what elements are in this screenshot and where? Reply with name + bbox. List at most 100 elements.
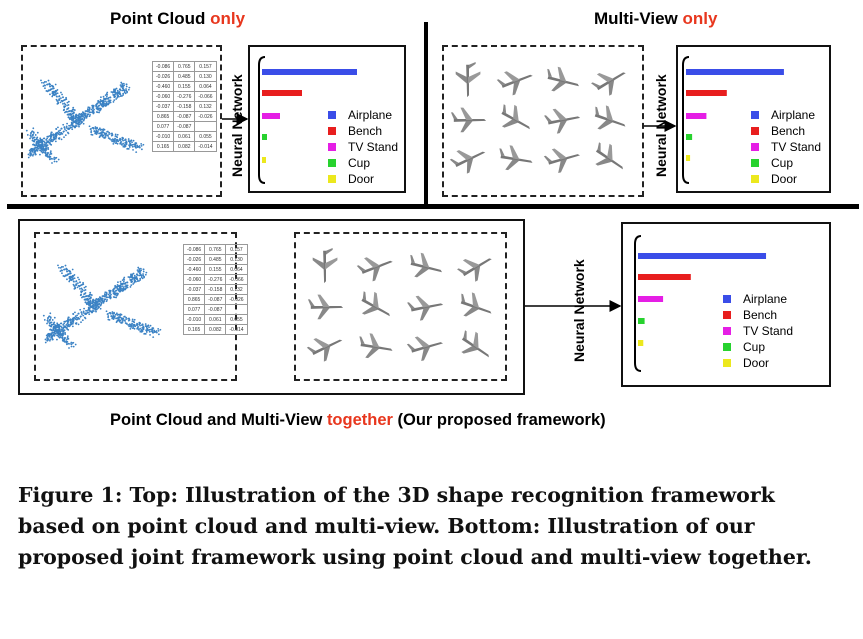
airplane-view [594,105,626,130]
point [72,345,75,348]
airplane-view [460,292,492,317]
point [100,100,103,103]
point [106,130,109,133]
joint-input-box [18,219,525,395]
point [44,144,46,147]
point [27,156,30,159]
point [74,311,76,314]
point [63,322,66,325]
point [89,300,92,303]
point [53,156,56,159]
point [44,151,47,154]
point [83,316,86,319]
point [78,120,81,122]
legend-item: TV Stand [328,139,398,155]
point [46,137,49,140]
point [31,154,34,157]
point [111,312,114,315]
legend-swatch [723,343,731,351]
point [96,301,99,303]
point [56,334,58,337]
point [58,327,61,329]
point [25,129,28,132]
point [36,131,39,134]
point [58,95,60,98]
point [155,331,158,334]
point [96,303,99,306]
point [51,319,54,321]
legend-swatch [751,143,759,151]
point [108,318,111,321]
point [130,279,132,282]
point [96,127,99,130]
point [36,138,38,141]
point [144,333,147,335]
point [113,99,116,102]
point [72,280,75,283]
point [145,329,148,331]
legend-item: TV Stand [751,139,821,155]
bar-bench [638,274,691,280]
point [37,143,40,146]
point [123,315,126,318]
point [67,337,70,340]
airplane-view [499,145,533,171]
point [110,293,112,296]
point [92,301,95,304]
point [110,139,113,141]
point [84,285,87,288]
point [62,327,65,330]
point [138,280,140,282]
point [107,316,110,319]
point [71,118,74,120]
point [49,312,52,315]
point [84,289,87,291]
point [56,338,58,341]
point [38,140,40,143]
point [95,129,98,132]
point [65,125,68,128]
point [61,93,63,96]
point [39,149,41,152]
point [61,132,64,135]
legend-label: Bench [771,124,806,138]
point [60,99,63,102]
point [132,327,135,329]
point [47,79,50,82]
point [91,104,94,107]
point [136,145,139,148]
point [45,149,48,151]
point [112,314,115,317]
point [30,136,32,138]
point [72,312,75,315]
legend-swatch [328,127,336,135]
point [62,102,64,105]
point [91,302,94,305]
legend-label: Door [771,172,798,186]
point [77,316,80,319]
point [74,124,77,127]
point [72,319,75,322]
point [107,293,110,296]
point [116,93,119,96]
point [109,297,112,300]
point [121,87,124,90]
point [132,148,134,151]
point [137,266,140,269]
point [67,116,70,118]
point [144,323,147,325]
point [92,112,95,115]
point [70,118,73,121]
point [84,112,87,115]
title-text: Point Cloud and Multi-View [110,411,327,429]
point [31,147,34,150]
point [57,264,59,267]
point [29,151,31,154]
point [62,334,65,336]
point [142,270,145,273]
point [112,142,115,145]
point [125,287,127,289]
point [141,323,144,326]
